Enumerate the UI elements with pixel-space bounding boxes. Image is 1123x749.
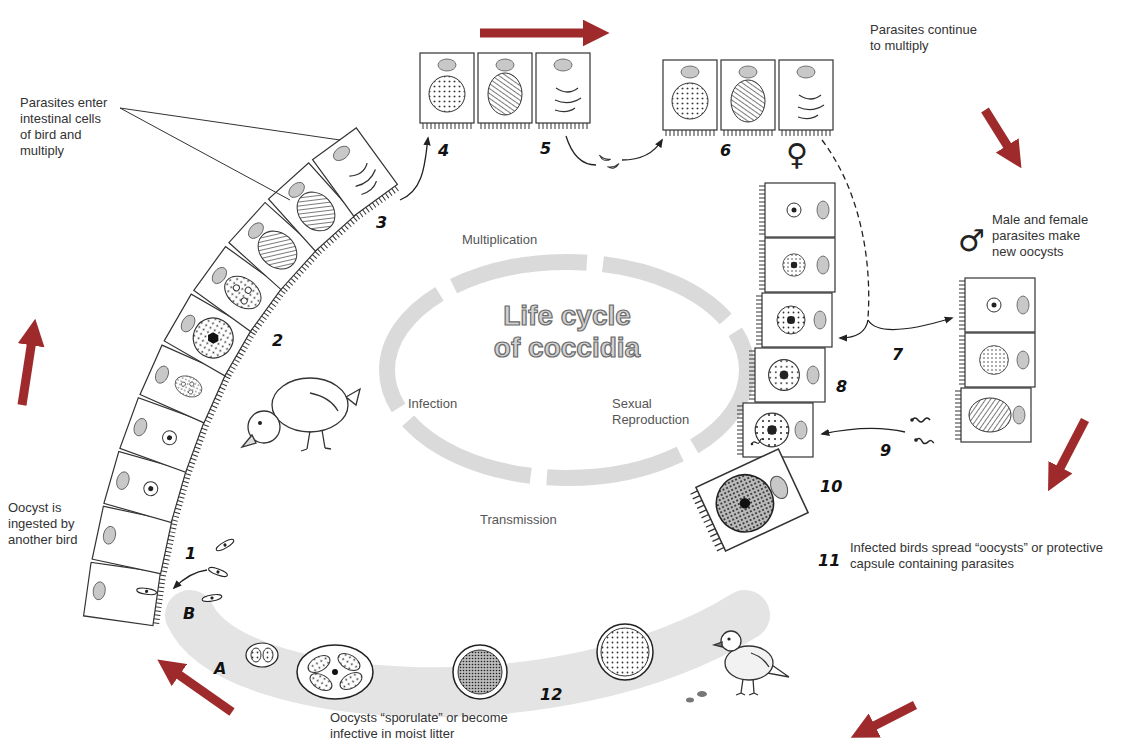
label-holder: ♂ [958,224,985,258]
label-holder: 11 [818,552,840,570]
callout-number: 4 [438,142,449,160]
pigeon-figure [714,631,789,695]
callout-number: 11 [818,552,840,570]
note-text: Parasites continue to multiply [870,22,985,54]
intestinal-cells-left [84,128,401,627]
callout-number: 9 [880,442,891,460]
leader-lines [120,108,340,200]
stage-arrows [174,136,952,588]
callout-number: 10 [820,478,842,496]
label-holder: 4 [438,142,449,160]
stage-label: Transmission [480,512,557,528]
label-holder: 8 [836,378,847,396]
label-holder: 2 [272,332,283,350]
cycle-ring [387,262,747,478]
note-text: Oocysts “sporulate” or become infective … [330,710,535,742]
label-holder: Infection [408,396,457,412]
label-holder: 10 [820,478,842,496]
label-holder: B [183,605,195,623]
callout-number: 1 [185,545,196,563]
callout-number: 5 [540,140,551,158]
label-holder: Multiplication [462,232,537,248]
label-holder: A [214,660,226,678]
stage-label: Infection [408,396,457,412]
droppings [686,691,707,703]
flow-arrows [22,33,1085,728]
label-holder: Sexual Reproduction [612,396,707,428]
note-text: Male and female parasites make new oocys… [992,212,1098,260]
callout-number: A [214,660,226,678]
callout-number: B [183,605,195,623]
label-holder: 3 [376,214,387,232]
sex-symbol: ♂ [958,224,985,258]
intestinal-cells-top [420,53,833,136]
oocysts [246,624,653,699]
female-cells [689,183,835,554]
male-cells [955,278,1035,442]
merozoites [598,155,934,445]
title-holder: Life cycle of coccidia [490,300,644,364]
callout-number: 3 [376,214,387,232]
callout-number: 6 [720,142,731,160]
note-text: Parasites enter intestinal cells of bird… [20,95,112,159]
label-holder: Male and female parasites make new oocys… [992,212,1098,260]
label-holder: 12 [540,686,562,704]
diagram-title: Life cycle of coccidia [490,300,644,364]
callout-number: 2 [272,332,283,350]
stage-label: Multiplication [462,232,537,248]
note-text: Infected birds spread “oocysts” or prote… [850,540,1112,572]
label-holder: 6 [720,142,731,160]
stage-label: Sexual Reproduction [612,396,707,428]
note-text: Oocyst is ingested by another bird [8,500,88,548]
label-holder: Oocyst is ingested by another bird [8,500,88,548]
label-holder: 9 [880,442,891,460]
label-holder: 7 [892,346,903,364]
label-holder: Infected birds spread “oocysts” or prote… [850,540,1112,572]
callout-number: 8 [836,378,847,396]
label-holder: Transmission [480,512,557,528]
label-holder: ♀ [786,138,808,172]
callout-number: 7 [892,346,903,364]
label-holder: Oocysts “sporulate” or become infective … [330,710,535,742]
sex-symbol: ♀ [786,138,808,172]
callout-number: 12 [540,686,562,704]
label-holder: Parasites enter intestinal cells of bird… [20,95,112,159]
label-holder: 1 [185,545,196,563]
chick-figure [242,378,360,451]
label-holder: 5 [540,140,551,158]
label-holder: Parasites continue to multiply [870,22,985,54]
